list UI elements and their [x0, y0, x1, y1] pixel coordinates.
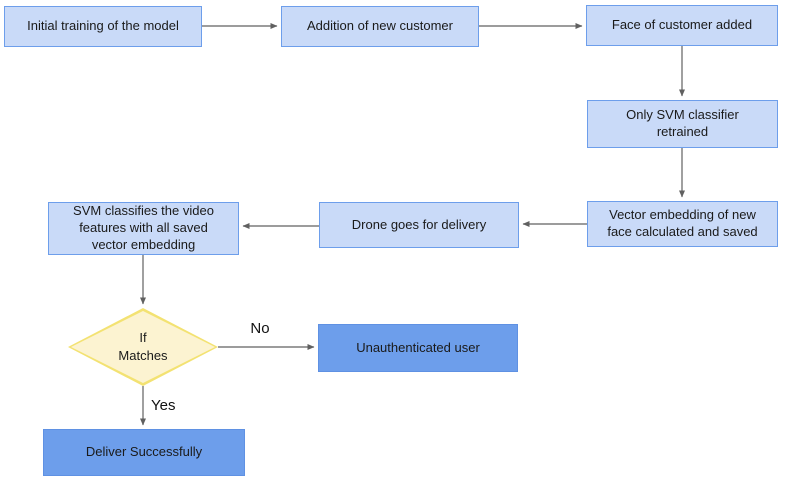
- node-vector-embedding-saved: Vector embedding of new face calculated …: [587, 201, 778, 247]
- edge-label-no: No: [250, 320, 270, 337]
- node-unauthenticated-user: Unauthenticated user: [318, 324, 518, 372]
- node-deliver-successfully: Deliver Successfully: [43, 429, 245, 476]
- decision-label: If Matches: [118, 330, 168, 363]
- node-initial-training: Initial training of the model: [4, 6, 202, 47]
- decision-diamond-if-matches: If Matches: [68, 308, 218, 386]
- node-addition-of-new-customer: Addition of new customer: [281, 6, 479, 47]
- node-drone-goes-for-delivery: Drone goes for delivery: [319, 202, 519, 248]
- node-face-of-customer-added: Face of customer added: [586, 5, 778, 46]
- node-only-svm-classifier-retrained: Only SVM classifier retrained: [587, 100, 778, 148]
- edge-label-yes: Yes: [151, 397, 176, 414]
- node-svm-classifies-video-features: SVM classifies the video features with a…: [48, 202, 239, 255]
